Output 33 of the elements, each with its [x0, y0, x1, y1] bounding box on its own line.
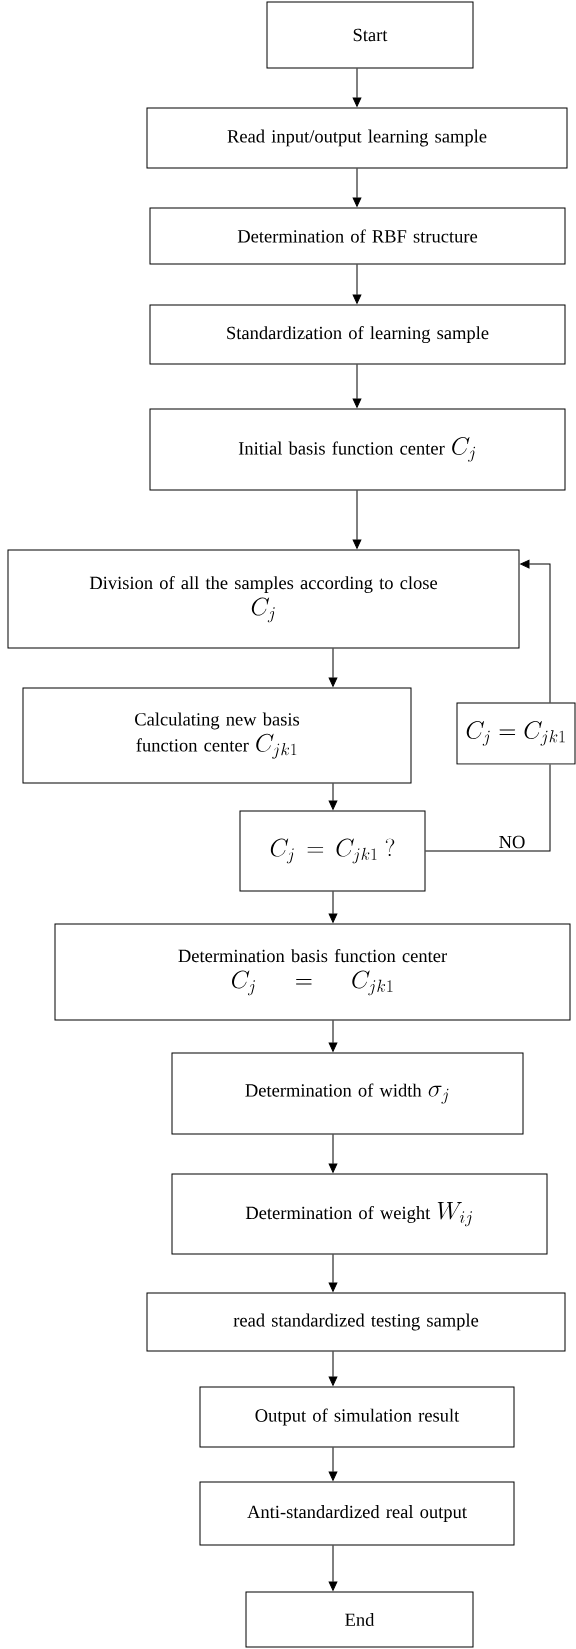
process-box: Determination of width $\sigma_{j}$	[171, 1052, 524, 1135]
arrow	[352, 264, 362, 304]
process-box: Determination of weight $W_{ij}$	[171, 1173, 548, 1255]
arrow	[328, 1020, 338, 1052]
arrow	[328, 891, 338, 923]
arrow	[352, 68, 362, 107]
process-box: Read input/output learning sample	[146, 107, 568, 169]
process-box: Start	[266, 1, 474, 69]
connector-line	[425, 764, 551, 852]
arrow	[328, 1447, 338, 1481]
process-box: Anti-standardized real output	[199, 1481, 515, 1546]
decision-box: $C_{j} = C_{jk1}\ ?$	[239, 810, 426, 892]
arrow	[352, 364, 362, 408]
edge-label: NO	[497, 834, 527, 850]
process-box: Division of all the samples according to close $C_{j}$	[7, 549, 520, 649]
arrow	[328, 1254, 338, 1292]
update-box: $C_{j} = C_{jk1}$	[456, 702, 576, 765]
process-box: read standardized testing sample	[146, 1292, 566, 1352]
process-box: Initial basis function center $C_{j}$	[149, 408, 566, 491]
arrow	[352, 168, 362, 207]
process-box: Standardization of learning sample	[149, 304, 566, 365]
process-box: Output of simulation result	[199, 1386, 515, 1448]
arrow	[328, 1134, 338, 1173]
arrow	[328, 1351, 338, 1386]
arrow	[328, 648, 338, 687]
process-box: Determination basis function center $C_{j} = C_{jk1}$	[54, 923, 571, 1021]
arrow	[328, 783, 338, 810]
process-box: Determination of RBF structure	[149, 207, 566, 265]
arrow	[328, 1545, 338, 1591]
process-box: Calculating new basis function center $C_{jk1}$	[22, 687, 412, 784]
process-box: End	[245, 1591, 474, 1648]
arrow	[520, 559, 551, 703]
arrow	[352, 490, 362, 549]
